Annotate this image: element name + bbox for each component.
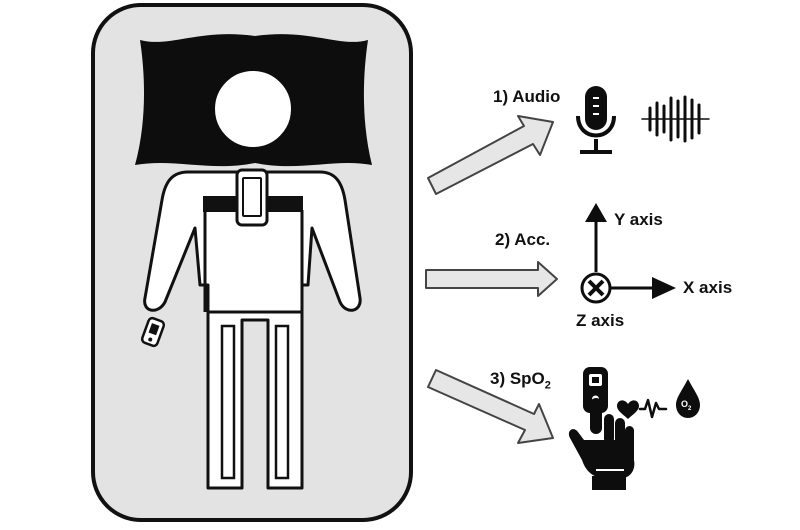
sound-waveform-icon <box>641 95 710 143</box>
pulse-line-icon <box>638 398 668 419</box>
person-leg-inner-left <box>220 324 236 480</box>
label-spo2: 3) SpO2 <box>490 369 551 391</box>
label-audio: 1) Audio <box>493 87 561 106</box>
oxygen-drop-label: O2 <box>681 399 691 412</box>
person-legs <box>206 310 304 490</box>
hand-icon <box>568 398 635 490</box>
arrow-acc <box>425 261 558 297</box>
o2-sub: 2 <box>688 405 692 412</box>
label-spo2-main: 3) SpO <box>490 369 545 388</box>
arrow-audio <box>427 115 554 195</box>
microphone-icon <box>576 86 616 154</box>
person-torso-lines <box>203 210 304 312</box>
heart-icon <box>617 400 639 419</box>
wrist-oximeter-icon <box>140 316 166 348</box>
person-head <box>215 71 291 147</box>
label-z-axis: Z axis <box>576 311 625 330</box>
oxygen-drop-icon <box>676 379 700 418</box>
arrow-spo2 <box>427 369 554 444</box>
o2-main: O <box>681 399 689 409</box>
label-spo2-sub: 2 <box>544 379 551 392</box>
person-leg-inner-right <box>274 324 290 480</box>
label-acc: 2) Acc. <box>495 230 551 249</box>
smartphone-screen <box>242 177 262 217</box>
accelerometer-axes-icon <box>580 203 676 304</box>
label-y-axis: Y axis <box>614 210 663 229</box>
label-x-axis: X axis <box>683 278 733 297</box>
